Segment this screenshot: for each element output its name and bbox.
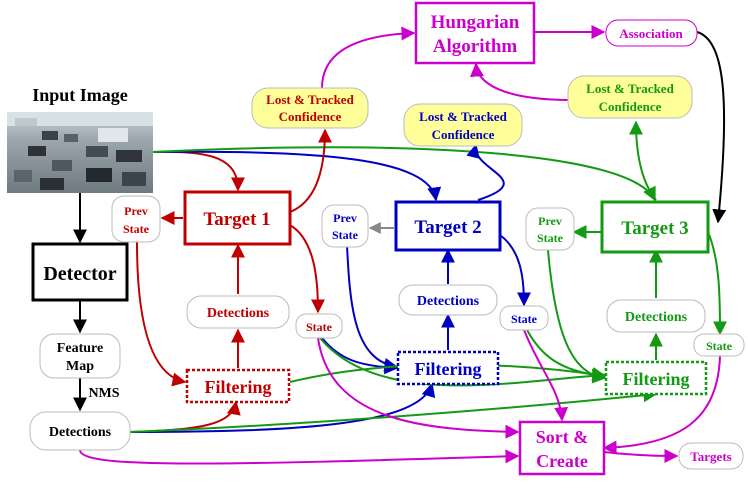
input-image-block: Input Image [7,85,153,193]
filtering-box-2: Filtering [396,350,500,386]
conf2-line2: Confidence [432,127,495,142]
edge-detections-to-filter3 [129,388,658,433]
edge-prev3-to-filter3 [547,249,607,384]
sort-create-box: Sort & Create [518,420,606,476]
filtering-box-1: Filtering [185,368,291,404]
edge-image-to-target1 [152,150,245,192]
detections-main-label: Detections [49,425,112,440]
targets-label: Targets [690,449,731,464]
detector-label: Detector [43,263,116,285]
det1-label: Detections [207,306,270,321]
edge-target2-to-conf2 [466,143,505,201]
hungarian-box: Hungarian Algorithm [414,1,536,65]
conf3-line2: Confidence [599,99,662,114]
det2-label: Detections [417,294,480,309]
targets-node: Targets [678,442,744,470]
detections-node-1: Detections [186,295,290,329]
prev2-line2: State [332,228,359,242]
prev1-line1: Prev [124,204,148,218]
feature-map-line1: Feature [57,341,103,356]
edge-detections-to-filter2 [129,382,436,433]
confidence-node-3: Lost & Tracked Confidence [567,75,693,119]
nms-label: NMS [88,386,119,401]
association-label: Association [619,26,683,41]
input-image [7,112,153,193]
edge-state1-to-filter3 [319,337,607,387]
conf1-line1: Lost & Tracked [266,92,354,107]
detections-main-node: Detections [29,411,131,451]
target2-label: Target 2 [414,217,481,238]
prev-state-node-1: Prev State [111,195,161,243]
state-node-3: State [693,333,745,357]
input-image-title: Input Image [32,85,128,105]
detector-box: Detector [31,242,129,302]
filter3-label: Filtering [623,369,690,389]
confidence-node-2: Lost & Tracked Confidence [403,103,523,147]
edge-image-to-target3 [152,146,656,202]
edge-target1-to-state1 [289,224,325,314]
conf2-line1: Lost & Tracked [419,109,507,124]
hungarian-line2: Algorithm [433,36,518,57]
edge-state1-to-sort [317,337,520,439]
edge-state3-to-sort [602,355,721,455]
edge-target1-to-conf1 [289,128,332,213]
feature-map-line2: Map [66,359,94,374]
filter1-label: Filtering [205,377,272,397]
sort-line2: Create [536,451,588,471]
state-node-2: State [499,305,549,331]
edge-sort-to-targets [603,448,679,463]
state-node-1: State [295,313,343,339]
edge-state2-to-sort [523,329,569,422]
filter2-label: Filtering [415,359,482,379]
edge-image-to-target2 [152,150,442,202]
target3-label: Target 3 [621,218,688,239]
conf3-line1: Lost & Tracked [586,81,674,96]
prev2-line1: Prev [333,211,357,225]
target1-box: Target 1 [183,190,292,246]
prev3-line1: Prev [538,214,562,228]
feature-map-node: Feature Map [39,333,121,379]
edge-conf3-to-hungarian [470,62,571,101]
state2-label: State [511,312,538,326]
filtering-box-3: Filtering [604,360,708,396]
hungarian-line1: Hungarian [431,12,520,33]
confidence-node-1: Lost & Tracked Confidence [251,87,369,129]
detections-node-2: Detections [398,284,498,316]
prev3-line2: State [537,231,564,245]
state3-label: State [706,339,733,353]
edge-prev2-to-filter2 [346,244,399,372]
target3-box: Target 3 [600,200,710,254]
edge-target3-to-conf3 [629,120,657,201]
detections-node-3: Detections [606,299,706,333]
prev-state-node-3: Prev State [525,207,575,251]
prev-state-node-2: Prev State [321,204,369,248]
prev1-line2: State [123,222,150,236]
association-node: Association [605,19,698,47]
target1-label: Target 1 [203,209,270,230]
det3-label: Detections [625,310,688,325]
target2-box: Target 2 [394,200,502,252]
edge-prev1-to-filter1 [136,241,187,387]
edge-target2-to-state2 [499,234,531,307]
sort-line1: Sort & [536,427,589,447]
state1-label: State [306,320,333,334]
edge-conf1-to-hungarian [321,26,416,89]
edge-association-to-target3 [696,31,727,224]
edge-target3-to-state3 [707,231,727,336]
conf1-line2: Confidence [279,109,342,124]
edge-detections-to-sort [79,449,520,465]
